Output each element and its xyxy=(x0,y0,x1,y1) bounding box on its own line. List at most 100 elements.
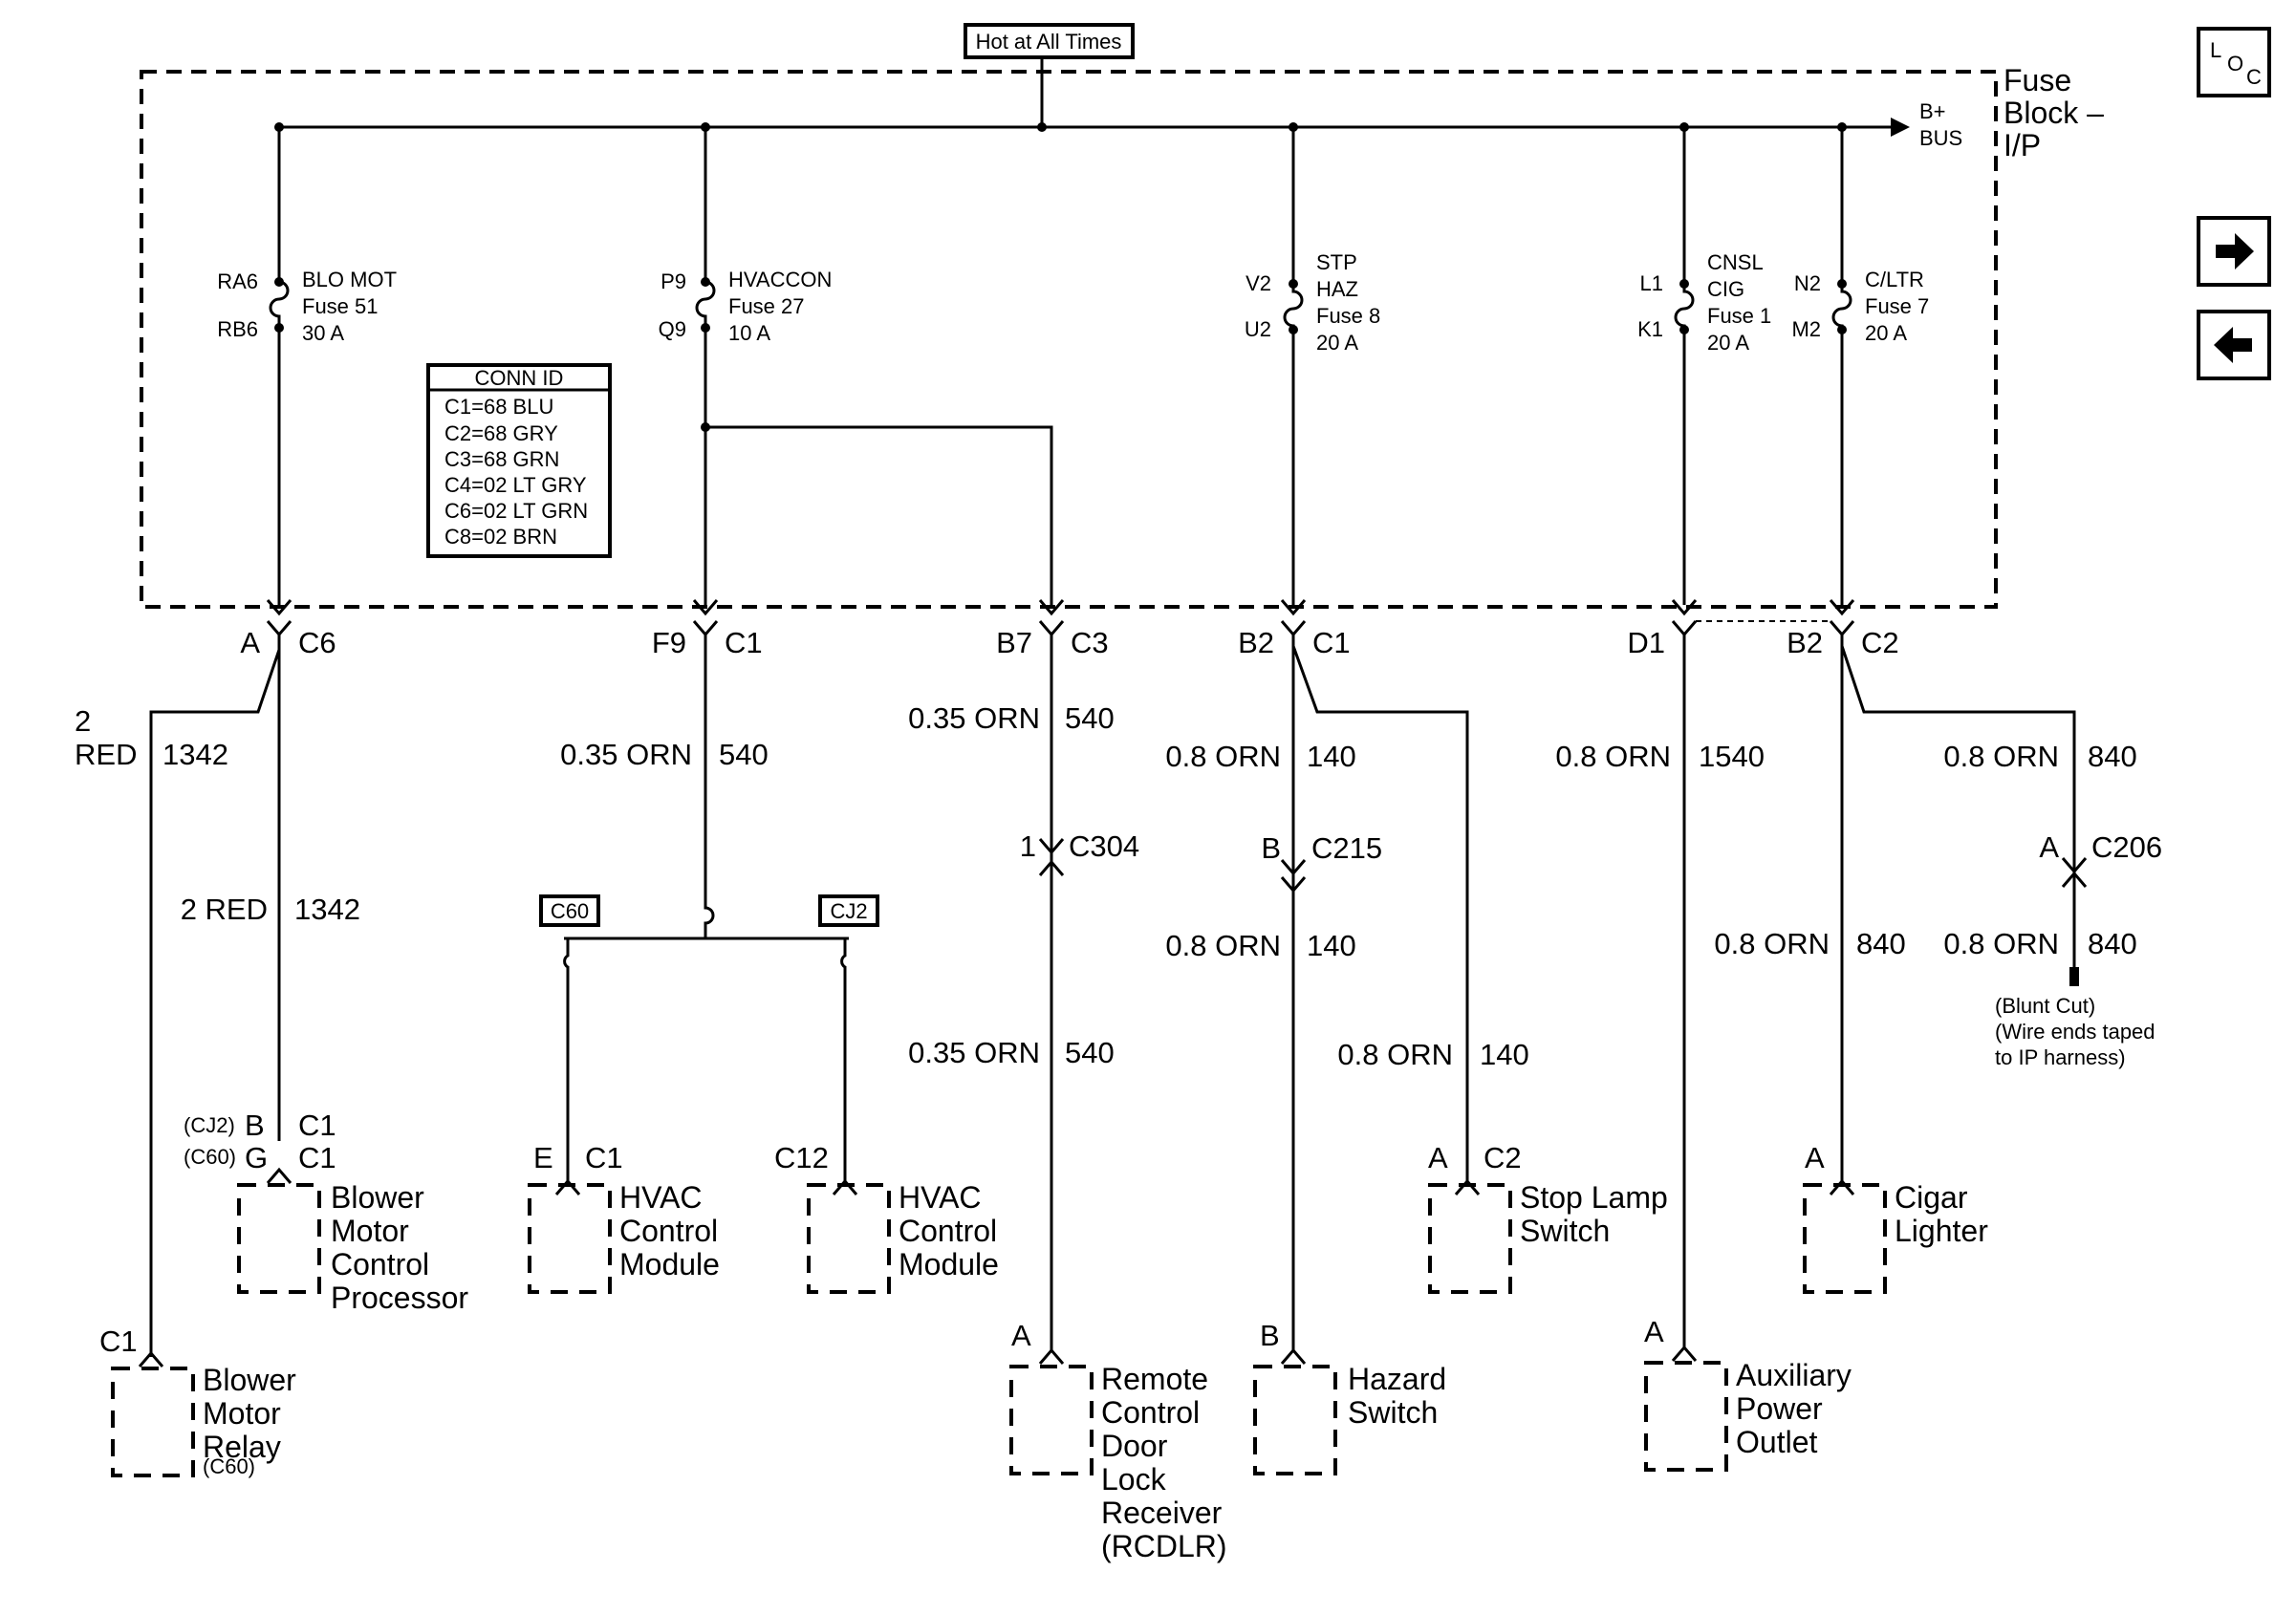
svg-text:C4=02 LT GRY: C4=02 LT GRY xyxy=(444,473,587,497)
svg-text:RA6: RA6 xyxy=(217,269,258,293)
svg-text:Module: Module xyxy=(899,1247,999,1281)
svg-text:Module: Module xyxy=(619,1247,720,1281)
svg-text:0.8 ORN: 0.8 ORN xyxy=(1337,1038,1453,1071)
svg-text:B: B xyxy=(1261,831,1281,865)
svg-text:Control: Control xyxy=(1101,1395,1200,1430)
svg-text:B: B xyxy=(245,1109,265,1142)
svg-text:Remote: Remote xyxy=(1101,1362,1208,1396)
loc-l: L xyxy=(2210,38,2221,62)
svg-text:Control: Control xyxy=(331,1247,429,1281)
svg-text:140: 140 xyxy=(1480,1038,1529,1071)
svg-text:C1: C1 xyxy=(99,1324,138,1358)
bus-arrow xyxy=(1891,118,1910,137)
svg-text:Relay: Relay xyxy=(203,1430,281,1464)
svg-text:Auxiliary: Auxiliary xyxy=(1736,1358,1852,1392)
svg-text:140: 140 xyxy=(1307,740,1356,773)
svg-text:U2: U2 xyxy=(1245,317,1271,341)
svg-text:C2: C2 xyxy=(1861,626,1899,659)
fuse-cnsl-cig: L1 K1 CNSL CIG Fuse 1 20 A xyxy=(1637,122,1771,605)
svg-text:D1: D1 xyxy=(1627,626,1665,659)
svg-text:Fuse 27: Fuse 27 xyxy=(728,294,805,318)
svg-text:Block –: Block – xyxy=(2004,96,2104,130)
svg-text:(RCDLR): (RCDLR) xyxy=(1101,1529,1227,1563)
svg-text:Control: Control xyxy=(619,1214,718,1248)
conn-id-table: CONN ID C1=68 BLU C2=68 GRY C3=68 GRN C4… xyxy=(426,363,612,558)
prev-button[interactable] xyxy=(2197,310,2271,380)
connector-labels: A C6 F9 C1 B7 C3 B2 C1 D1 B2 C2 xyxy=(240,626,1898,659)
svg-text:F9: F9 xyxy=(652,626,686,659)
svg-text:2 RED: 2 RED xyxy=(181,893,268,926)
svg-text:0.8 ORN: 0.8 ORN xyxy=(1165,929,1281,962)
circuit-540-hvac: 0.35 ORN 540 xyxy=(560,635,849,1181)
hot-label: Hot at All Times xyxy=(976,30,1122,54)
svg-text:0.8 ORN: 0.8 ORN xyxy=(1714,927,1830,960)
svg-text:B7: B7 xyxy=(996,626,1032,659)
svg-text:K1: K1 xyxy=(1637,317,1663,341)
svg-text:Processor: Processor xyxy=(331,1281,468,1315)
svg-text:0.35 ORN: 0.35 ORN xyxy=(908,701,1040,735)
svg-text:A: A xyxy=(1805,1141,1825,1174)
svg-text:(C60): (C60) xyxy=(184,1145,236,1169)
loc-o: O xyxy=(2227,52,2243,75)
fuse-block-outline xyxy=(140,70,1998,609)
svg-text:1540: 1540 xyxy=(1699,740,1765,773)
svg-text:(CJ2): (CJ2) xyxy=(184,1113,235,1137)
svg-text:Fuse 8: Fuse 8 xyxy=(1316,304,1380,328)
blower-motor-relay: C1 Blower Motor Relay (C60) xyxy=(99,1324,296,1478)
svg-text:840: 840 xyxy=(1856,927,1906,960)
svg-text:HVACCON: HVACCON xyxy=(728,268,832,291)
svg-text:Motor: Motor xyxy=(203,1396,281,1431)
svg-text:G: G xyxy=(245,1141,268,1174)
svg-text:C206: C206 xyxy=(2091,830,2162,864)
svg-text:Fuse 51: Fuse 51 xyxy=(302,294,379,318)
svg-text:20 A: 20 A xyxy=(1707,331,1749,355)
circuit-1342: 2 RED 1342 2 RED 1342 xyxy=(75,635,360,1357)
svg-text:A: A xyxy=(1011,1319,1031,1352)
svg-text:L1: L1 xyxy=(1640,271,1663,295)
svg-text:1: 1 xyxy=(1020,829,1036,863)
svg-text:0.8 ORN: 0.8 ORN xyxy=(1943,740,2059,773)
next-button[interactable] xyxy=(2197,216,2271,287)
bus-label-1: B+ xyxy=(1919,99,1946,123)
svg-text:C1: C1 xyxy=(298,1141,336,1174)
svg-text:A: A xyxy=(2039,830,2059,864)
svg-text:540: 540 xyxy=(1065,1036,1115,1069)
svg-text:20 A: 20 A xyxy=(1316,331,1358,355)
svg-text:CONN ID: CONN ID xyxy=(475,366,564,390)
svg-text:E: E xyxy=(533,1141,553,1174)
circuit-140: 0.8 ORN 140 B C215 0.8 ORN 140 0.8 ORN 1… xyxy=(1165,635,1529,1350)
fuse-blo-mot: RA6 RB6 BLO MOT Fuse 51 30 A xyxy=(217,122,397,605)
svg-text:Stop Lamp: Stop Lamp xyxy=(1520,1180,1668,1215)
fuse-stp-haz: V2 U2 STP HAZ Fuse 8 20 A xyxy=(1245,122,1380,605)
svg-text:C215: C215 xyxy=(1311,831,1382,865)
svg-text:P9: P9 xyxy=(661,269,686,293)
svg-text:Door: Door xyxy=(1101,1429,1168,1463)
loc-button[interactable]: L O C xyxy=(2197,27,2271,97)
fuse-hvaccon: P9 Q9 HVACCON Fuse 27 10 A xyxy=(659,122,1053,605)
svg-text:A: A xyxy=(1644,1315,1664,1348)
remote-control-door-lock-receiver: A Remote Control Door Lock Receiver (RCD… xyxy=(1009,1319,1227,1563)
svg-text:C12: C12 xyxy=(774,1141,829,1174)
svg-text:A: A xyxy=(1428,1141,1448,1174)
svg-text:Q9: Q9 xyxy=(659,317,686,341)
svg-text:C3: C3 xyxy=(1071,626,1109,659)
fuse-block-title: Fuse Block – I/P xyxy=(2004,63,2104,162)
svg-text:140: 140 xyxy=(1307,929,1356,962)
svg-text:C1: C1 xyxy=(298,1109,336,1142)
svg-text:C1: C1 xyxy=(585,1141,623,1174)
fuse-c-ltr: N2 M2 C/LTR Fuse 7 20 A xyxy=(1791,122,1929,605)
arrow-left-icon xyxy=(2214,327,2252,363)
svg-text:BLO MOT: BLO MOT xyxy=(302,268,397,291)
svg-text:HVAC: HVAC xyxy=(619,1180,703,1215)
svg-text:I/P: I/P xyxy=(2004,128,2041,162)
svg-text:CJ2: CJ2 xyxy=(830,899,867,923)
blower-motor-control-processor: (CJ2) (C60) B G C1 C1 Blower Motor Contr… xyxy=(184,1109,468,1315)
svg-text:Fuse 1: Fuse 1 xyxy=(1707,304,1771,328)
svg-text:540: 540 xyxy=(719,738,769,771)
svg-text:B2: B2 xyxy=(1238,626,1274,659)
svg-text:540: 540 xyxy=(1065,701,1115,735)
svg-text:C1: C1 xyxy=(725,626,763,659)
svg-text:C2=68 GRY: C2=68 GRY xyxy=(444,421,558,445)
svg-text:Hazard: Hazard xyxy=(1348,1362,1446,1396)
